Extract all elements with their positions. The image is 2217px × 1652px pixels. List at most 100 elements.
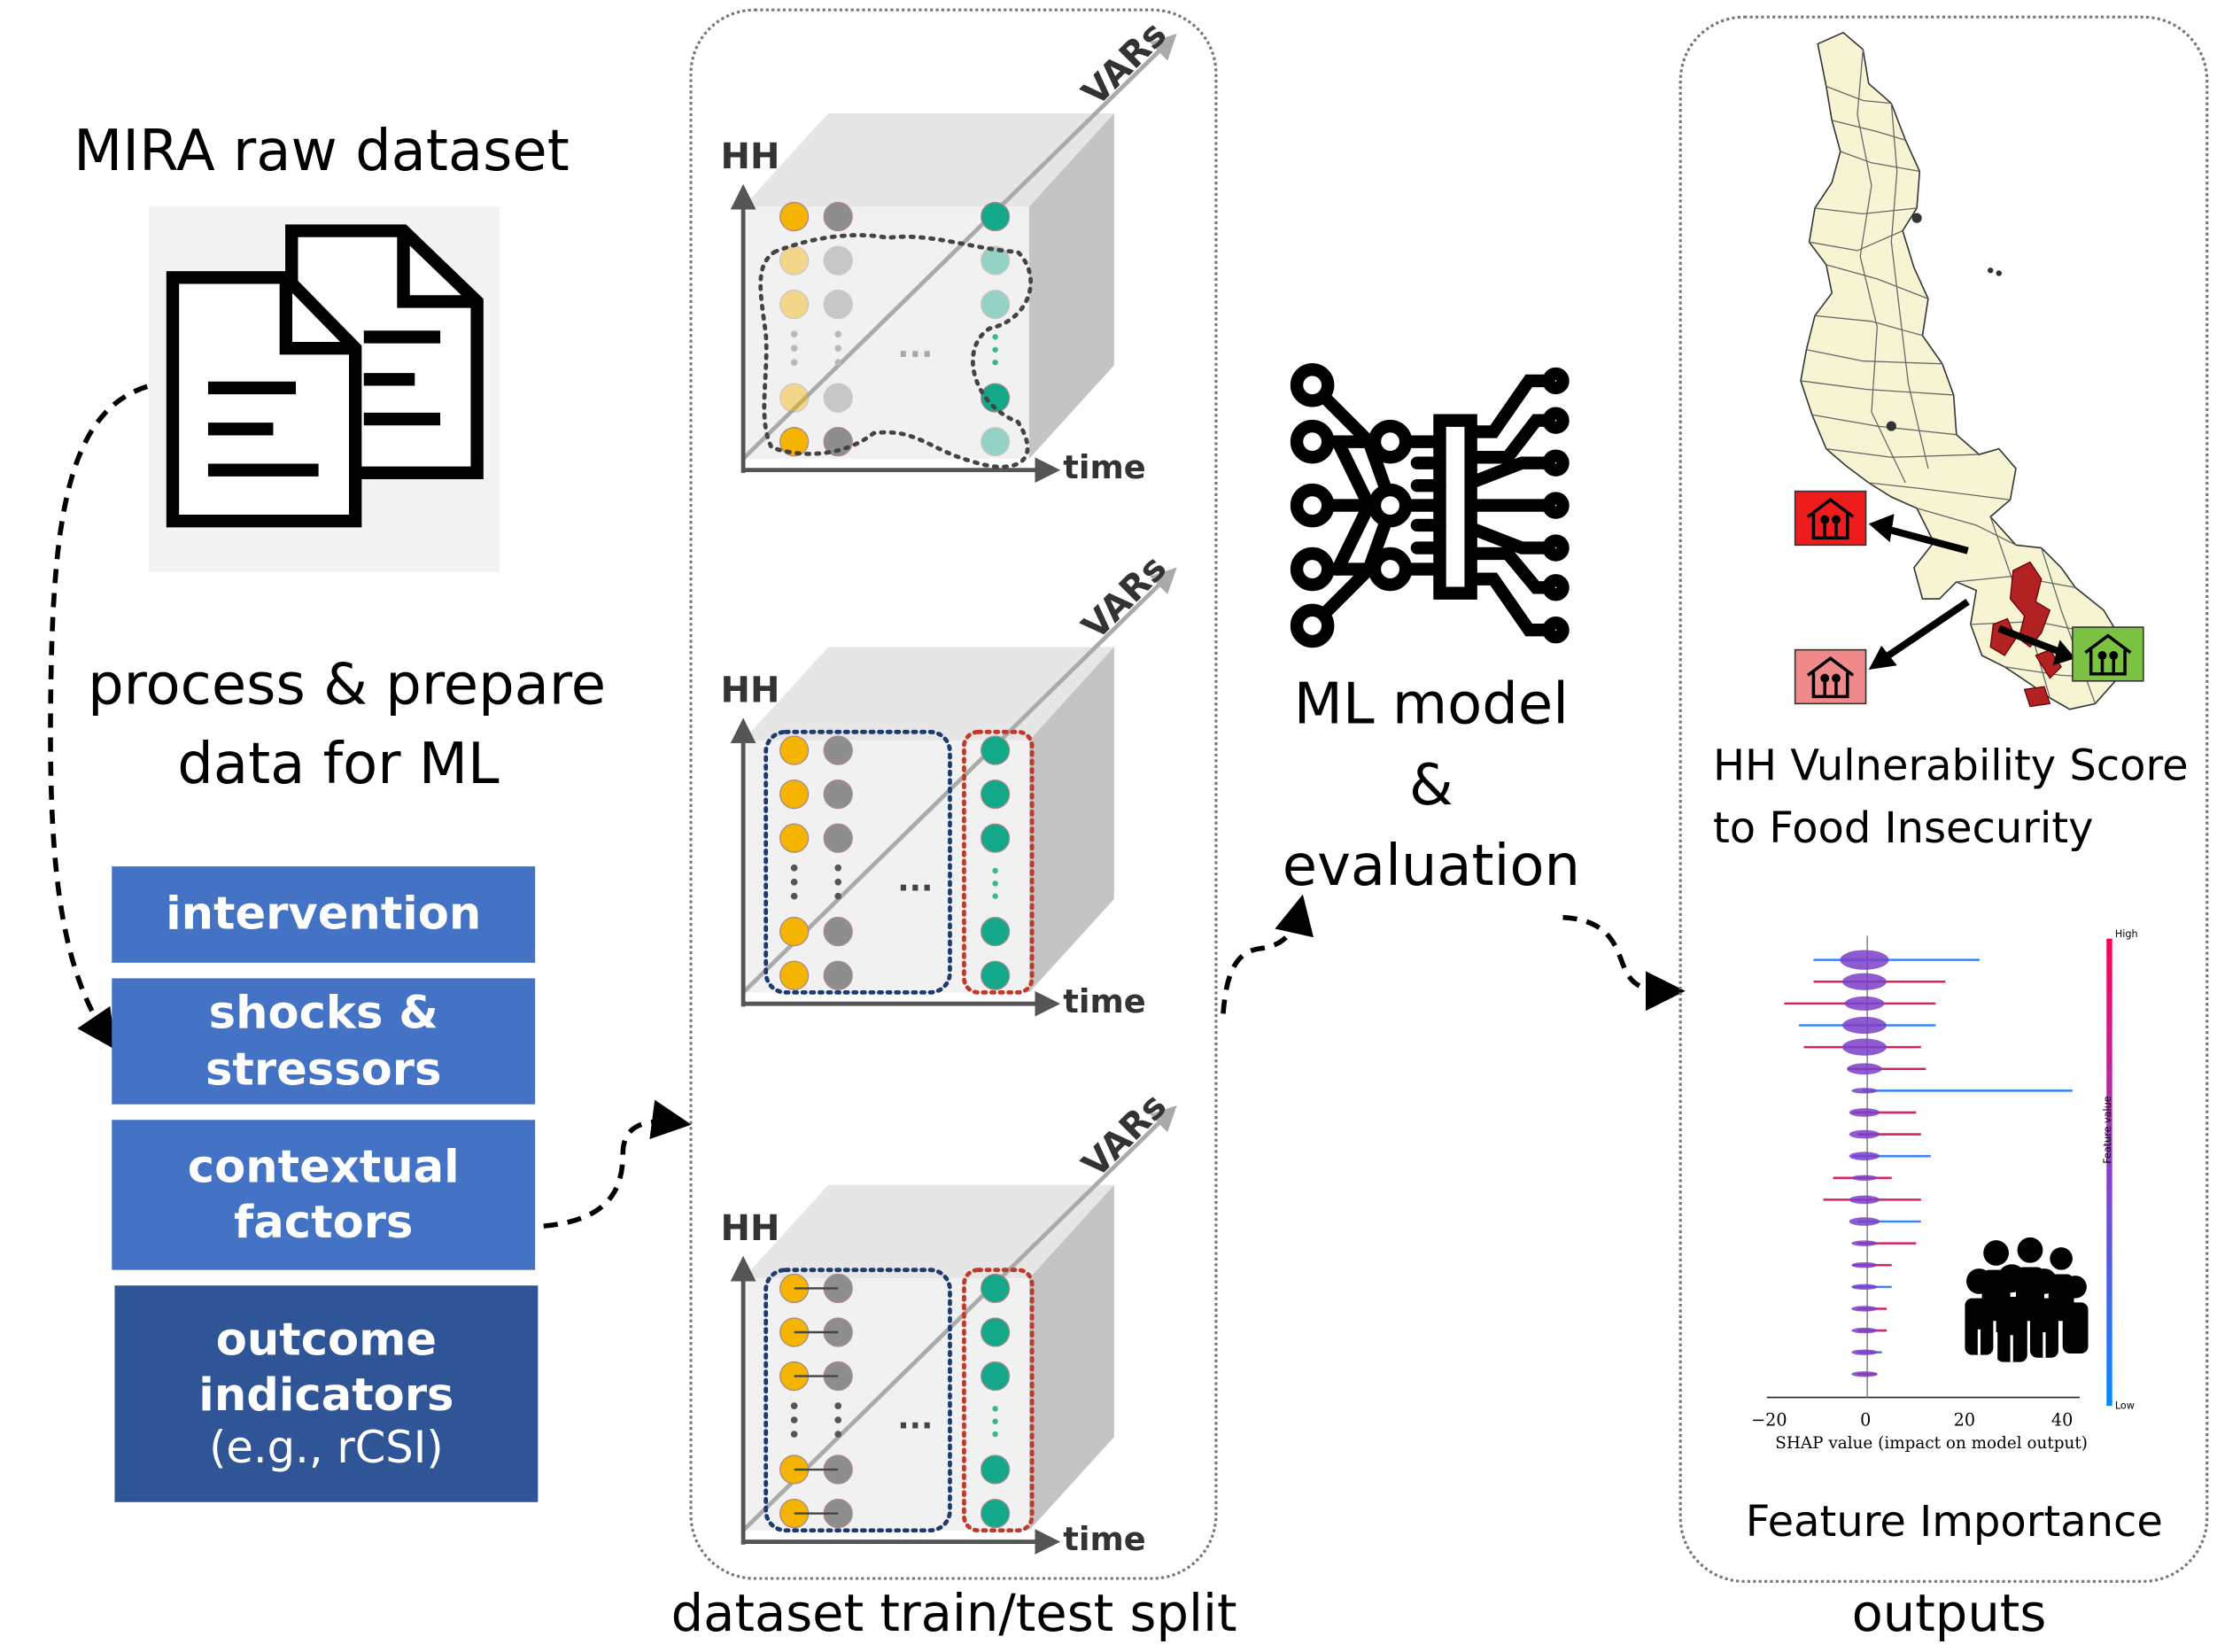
shap-row-density <box>1842 973 1887 990</box>
shap-row-density <box>1840 950 1889 970</box>
ellipsis-dot <box>834 878 842 886</box>
data-point <box>980 917 1011 947</box>
model-caption: ML model & evaluation <box>1274 665 1588 906</box>
time-axis-label: time <box>1063 1520 1145 1558</box>
arrow-boxes-to-split <box>543 1099 692 1229</box>
colorbar-high: High <box>2114 928 2138 941</box>
process-caption-line2: data for ML <box>177 732 500 797</box>
outputs-panel <box>1678 15 2209 1583</box>
horizontal-ellipsis: ... <box>897 862 933 898</box>
shap-row-density <box>1844 996 1885 1011</box>
arrow-split-to-model <box>1221 894 1314 1014</box>
data-point <box>980 1317 1011 1347</box>
box-intervention: intervention <box>112 866 536 963</box>
outputs-graphics <box>1766 31 2144 1407</box>
data-point <box>823 735 853 765</box>
time-axis-label: time <box>1063 448 1145 486</box>
badge-low-vulnerability <box>2072 626 2144 682</box>
data-point <box>823 917 853 947</box>
data-point <box>823 383 853 413</box>
shap-tick-20: 20 <box>1953 1409 1976 1431</box>
house-family-icon <box>1806 498 1855 540</box>
vars-axis <box>741 567 1177 995</box>
box-intervention-label: intervention <box>166 887 482 942</box>
ellipsis-dot <box>992 893 998 899</box>
data-point <box>980 1361 1011 1392</box>
data-point <box>980 201 1011 232</box>
selected-subset-outline <box>758 233 1034 469</box>
shap-row-density <box>1847 1063 1882 1075</box>
box-shocks-label-2: stressors <box>205 1041 442 1096</box>
shap-row-density <box>1842 1016 1887 1035</box>
vulnerability-map <box>1800 31 2122 710</box>
map-caption-line2: to Food Insecurity <box>1712 803 2094 854</box>
hh-axis-label: HH <box>721 671 780 711</box>
data-point <box>779 201 810 232</box>
ellipsis-dot <box>992 880 998 887</box>
data-point <box>823 245 853 275</box>
data-point <box>779 290 810 320</box>
ellipsis-dot <box>790 345 798 353</box>
colorbar-label: Feature value <box>2102 1096 2114 1164</box>
shap-row-density <box>1851 1240 1878 1246</box>
house-family-icon <box>1806 656 1855 699</box>
box-shocks-label-1: shocks & <box>208 986 438 1040</box>
cube-3: HH time VARs... <box>721 1086 1177 1558</box>
cube-front-face <box>743 1278 1029 1531</box>
feature-importance-caption: Feature Importance <box>1745 1498 2163 1547</box>
data-point <box>980 1273 1011 1304</box>
process-caption-line1: process & prepare <box>88 652 607 718</box>
shap-row-density <box>1851 1327 1878 1334</box>
ellipsis-dot <box>790 1402 798 1409</box>
horizontal-ellipsis: ... <box>897 1400 933 1437</box>
shap-tick-40: 40 <box>2050 1409 2074 1431</box>
shap-row-density <box>1842 1038 1887 1056</box>
data-point <box>779 383 810 413</box>
ellipsis-dot <box>992 1406 998 1412</box>
vars-axis-label: VARs <box>1074 1086 1174 1186</box>
cube-2: HHtimeVARs... <box>721 547 1177 1020</box>
process-caption: process & prepare data for ML <box>88 646 607 804</box>
data-point <box>823 779 853 810</box>
map-caption-line1: HH Vulnerability Score <box>1712 741 2189 792</box>
ellipsis-dot <box>790 892 798 900</box>
raw-dataset-title: MIRA raw dataset <box>74 119 570 184</box>
colorbar-low: Low <box>2114 1400 2135 1412</box>
train-set-outline <box>764 729 952 995</box>
badge-mid-vulnerability <box>1794 648 1867 705</box>
data-point <box>779 427 810 457</box>
split-cubes: HHtimeVARs...HHtimeVARs...HHtimeVARs... <box>721 14 1177 1558</box>
data-point <box>980 823 1011 853</box>
split-caption: dataset train/test split <box>671 1586 1237 1644</box>
data-point <box>823 823 853 853</box>
box-outcome-indicators: outcome indicators (e.g., rCSI) <box>114 1285 539 1502</box>
box-contextual-label-1: contextual <box>187 1139 460 1194</box>
badge-high-vulnerability <box>1794 490 1867 547</box>
data-point <box>980 1498 1011 1529</box>
shap-row-density <box>1851 1371 1878 1377</box>
arrow-doc-to-boxes <box>48 384 149 1051</box>
map-caption: HH Vulnerability Score to Food Insecurit… <box>1713 736 2189 860</box>
data-point <box>980 1454 1011 1485</box>
ellipsis-dot <box>834 359 842 367</box>
box-contextual-label-2: factors <box>234 1194 414 1249</box>
box-shocks-stressors: shocks & stressors <box>112 978 536 1105</box>
data-point <box>779 245 810 275</box>
shap-row-density <box>1851 1175 1878 1181</box>
cube-1: HHtimeVARs... <box>721 14 1177 486</box>
cube-side-face <box>1028 647 1114 993</box>
ellipsis-dot <box>834 1402 842 1409</box>
hh-axis-label: HH <box>721 136 780 177</box>
arrow-model-to-outputs <box>1562 914 1686 1012</box>
people-group-icon <box>1965 1237 2089 1362</box>
test-set-outline <box>962 1268 1035 1533</box>
cube-front-face <box>743 206 1029 459</box>
data-point <box>823 290 853 320</box>
outputs-caption: outputs <box>1851 1586 2047 1644</box>
shap-row-density <box>1851 1262 1878 1268</box>
hh-axis-label: HH <box>721 1208 780 1249</box>
ellipsis-dot <box>992 359 998 366</box>
shap-row-density <box>1851 1349 1878 1355</box>
